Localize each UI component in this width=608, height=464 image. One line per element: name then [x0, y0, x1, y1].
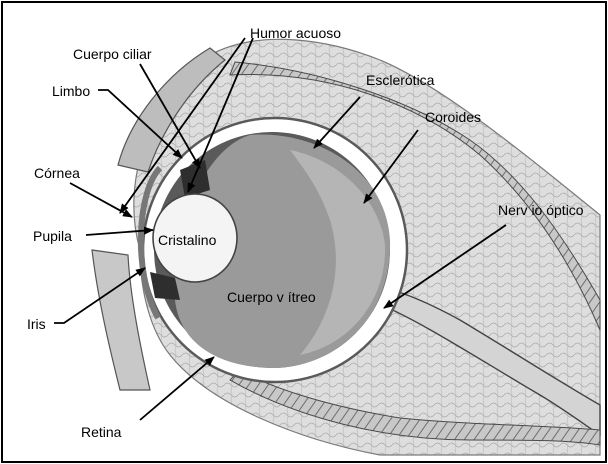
label-cuerpo-vitreo: Cuerpo v ítreo: [227, 289, 316, 305]
label-cornea: Córnea: [34, 165, 80, 181]
label-esclerotica: Esclerótica: [366, 72, 435, 88]
label-humor-acuoso: Humor acuoso: [250, 25, 341, 41]
label-cuerpo-ciliar: Cuerpo ciliar: [73, 46, 152, 62]
label-coroides: Coroides: [425, 109, 481, 125]
label-cristalino: Cristalino: [158, 232, 217, 248]
label-nervio-optico: Nerv io óptico: [498, 202, 584, 218]
label-retina: Retina: [81, 424, 122, 440]
label-limbo: Limbo: [52, 83, 90, 99]
label-pupila: Pupila: [33, 228, 72, 244]
label-iris: Iris: [27, 316, 46, 332]
